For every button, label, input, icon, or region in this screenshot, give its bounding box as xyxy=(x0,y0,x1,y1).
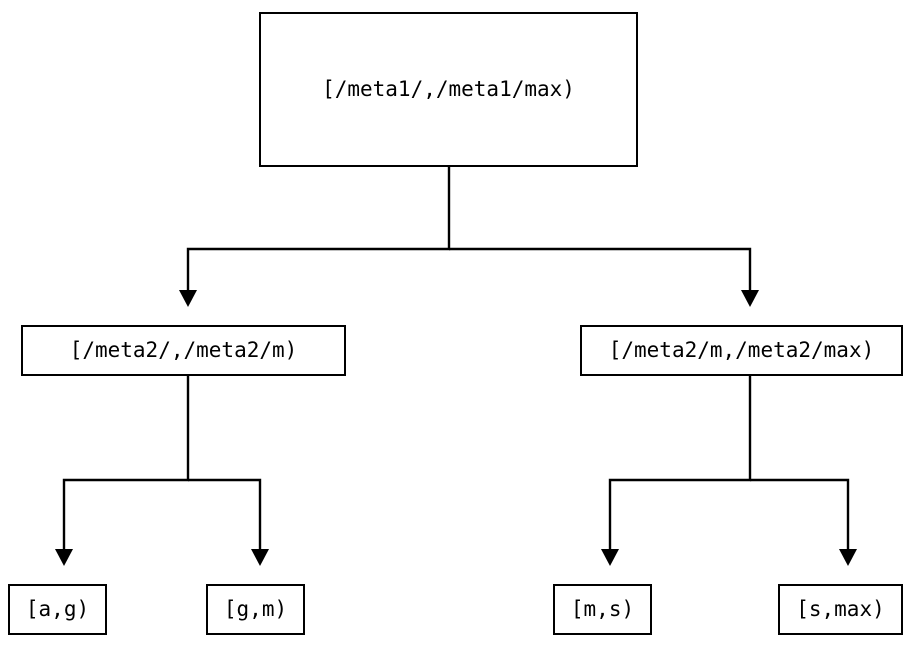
edge-mid-right-to-leaf-3 xyxy=(601,376,752,566)
arrowhead-icon xyxy=(251,549,269,566)
arrowhead-icon xyxy=(741,290,759,307)
tree-node-leaf-3-label: [m,s) xyxy=(570,597,635,621)
edge-root-to-mid-right xyxy=(449,247,759,307)
tree-node-root[interactable]: [/meta1/,/meta1/max) xyxy=(259,12,638,167)
edge-mid-left-to-leaf-2 xyxy=(188,478,269,566)
edge-mid-right-to-leaf-4 xyxy=(750,478,857,566)
arrowhead-icon xyxy=(839,549,857,566)
tree-node-mid-right[interactable]: [/meta2/m,/meta2/max) xyxy=(580,325,903,376)
tree-node-leaf-4[interactable]: [s,max) xyxy=(778,584,903,635)
tree-node-mid-left[interactable]: [/meta2/,/meta2/m) xyxy=(21,325,346,376)
tree-node-leaf-2[interactable]: [g,m) xyxy=(206,584,305,635)
edge-mid-left-to-leaf-1 xyxy=(55,376,190,566)
tree-node-leaf-4-label: [s,max) xyxy=(796,597,885,621)
tree-node-mid-left-label: [/meta2/,/meta2/m) xyxy=(69,338,298,362)
tree-node-mid-right-label: [/meta2/m,/meta2/max) xyxy=(608,338,875,362)
edge-root-to-mid-left xyxy=(179,167,451,307)
tree-node-leaf-3[interactable]: [m,s) xyxy=(553,584,652,635)
arrowhead-icon xyxy=(55,549,73,566)
tree-node-leaf-2-label: [g,m) xyxy=(223,597,288,621)
tree-node-root-label: [/meta1/,/meta1/max) xyxy=(322,77,575,101)
tree-node-leaf-1-label: [a,g) xyxy=(25,597,90,621)
tree-node-leaf-1[interactable]: [a,g) xyxy=(8,584,107,635)
arrowhead-icon xyxy=(179,290,197,307)
arrowhead-icon xyxy=(601,549,619,566)
